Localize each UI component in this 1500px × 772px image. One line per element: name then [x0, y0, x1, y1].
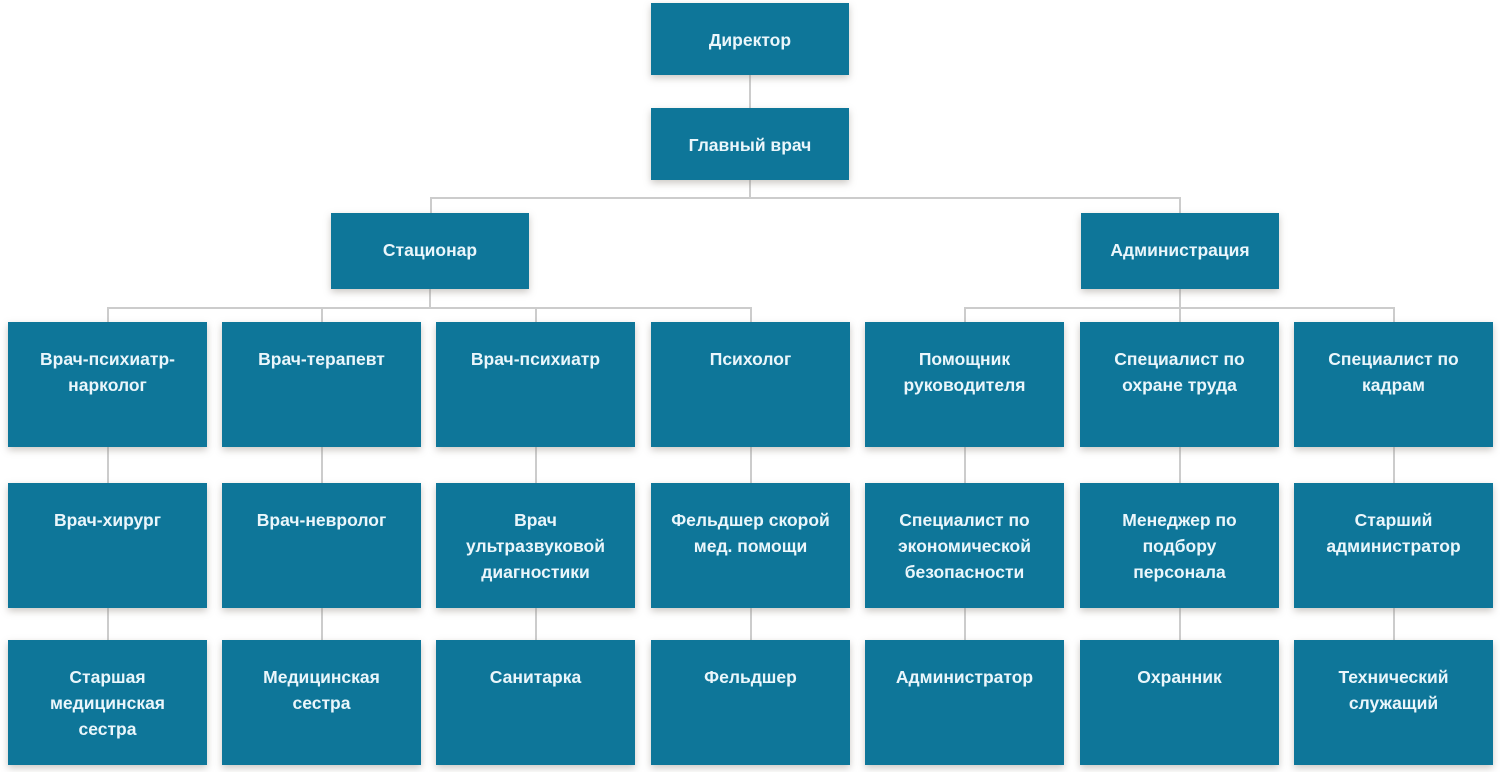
- org-node-orderly: Санитарка: [436, 640, 635, 765]
- org-node-assistant-to-director: Помощник руководителя: [865, 322, 1064, 447]
- org-node-paramedic: Фельдшер: [651, 640, 850, 765]
- org-node-economic-security-specialist: Специалист по экономической безопасности: [865, 483, 1064, 608]
- connector-line: [1179, 307, 1181, 322]
- org-node-security-guard: Охранник: [1080, 640, 1279, 765]
- connector-line: [964, 447, 966, 483]
- org-node-chief-physician: Главный врач: [651, 108, 849, 180]
- connector-line: [429, 289, 431, 308]
- org-node-senior-administrator: Старший администратор: [1294, 483, 1493, 608]
- org-node-administration: Администрация: [1081, 213, 1279, 289]
- connector-line: [107, 447, 109, 483]
- connector-line: [1179, 447, 1181, 483]
- org-node-nurse: Медицинская сестра: [222, 640, 421, 765]
- connector-line: [430, 197, 1181, 199]
- org-node-psychiatrist: Врач-психиатр: [436, 322, 635, 447]
- connector-line: [321, 608, 323, 640]
- connector-line: [964, 307, 966, 322]
- org-node-therapist: Врач-терапевт: [222, 322, 421, 447]
- org-node-neurologist: Врач-невролог: [222, 483, 421, 608]
- org-node-recruitment-manager: Менеджер по подбору персонала: [1080, 483, 1279, 608]
- org-node-inpatient: Стационар: [331, 213, 529, 289]
- org-node-psychiatrist-narcologist: Врач-психиатр- нарколог: [8, 322, 207, 447]
- org-node-hr-specialist: Специалист по кадрам: [1294, 322, 1493, 447]
- org-node-technical-worker: Технический служащий: [1294, 640, 1493, 765]
- connector-line: [107, 307, 752, 309]
- org-node-ultrasound-doctor: Врач ультразвуковой диагностики: [436, 483, 635, 608]
- connector-line: [749, 75, 751, 108]
- connector-line: [964, 608, 966, 640]
- connector-line: [750, 307, 752, 322]
- connector-line: [321, 307, 323, 322]
- connector-line: [430, 197, 432, 213]
- connector-line: [535, 447, 537, 483]
- connector-line: [107, 307, 109, 322]
- connector-line: [749, 180, 751, 198]
- org-node-labor-safety-specialist: Специалист по охране труда: [1080, 322, 1279, 447]
- connector-line: [1179, 289, 1181, 308]
- org-node-administrator: Администратор: [865, 640, 1064, 765]
- connector-line: [1179, 608, 1181, 640]
- connector-line: [1393, 447, 1395, 483]
- connector-line: [750, 608, 752, 640]
- connector-line: [535, 307, 537, 322]
- connector-line: [750, 447, 752, 483]
- org-node-director: Директор: [651, 3, 849, 75]
- connector-line: [1393, 608, 1395, 640]
- connector-line: [1179, 197, 1181, 213]
- org-node-surgeon: Врач-хирург: [8, 483, 207, 608]
- connector-line: [107, 608, 109, 640]
- connector-line: [535, 608, 537, 640]
- org-node-ambulance-paramedic: Фельдшер скорой мед. помощи: [651, 483, 850, 608]
- org-node-head-nurse: Старшая медицинская сестра: [8, 640, 207, 765]
- connector-line: [321, 447, 323, 483]
- connector-line: [1393, 307, 1395, 322]
- org-node-psychologist: Психолог: [651, 322, 850, 447]
